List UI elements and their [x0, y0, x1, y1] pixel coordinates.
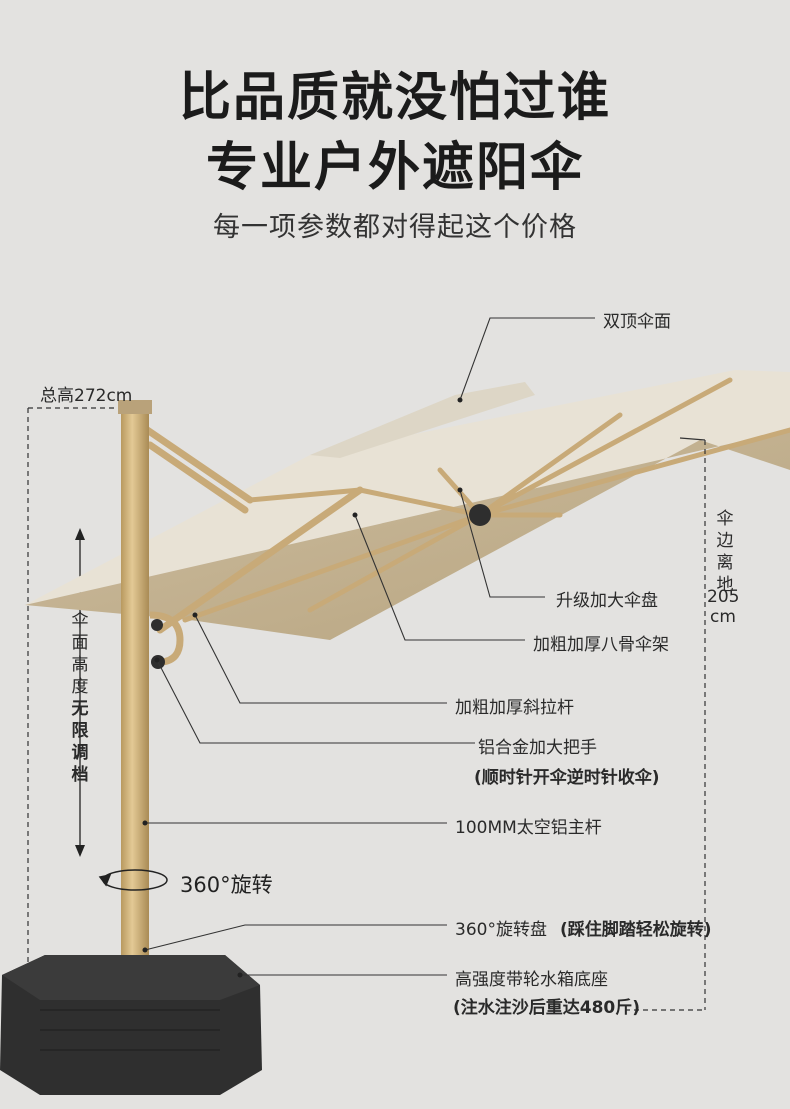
- edge-char-2: 边: [716, 531, 734, 551]
- edge-char-1: 伞: [716, 509, 734, 529]
- double-top-vent: [310, 382, 535, 458]
- leader-handle: [156, 659, 475, 744]
- edge-to-ground-label: 伞 边 离 地: [712, 508, 738, 596]
- leader-brace: [194, 614, 447, 704]
- edge-to-ground-value: 205: [707, 587, 740, 607]
- edge-to-ground-unit: cm: [710, 607, 736, 627]
- callout-handle: 铝合金加大把手: [478, 738, 597, 758]
- leader-ribs: [354, 514, 525, 641]
- callout-pole: 100MM太空铝主杆: [455, 818, 602, 838]
- callout-handle-note: (顺时针开伞逆时针收伞): [474, 768, 660, 788]
- main-pole: [121, 405, 149, 965]
- diagonal-brace: [136, 421, 364, 634]
- leader-swivel: [144, 924, 447, 951]
- edge-char-4: 地: [716, 575, 734, 595]
- callout-brace: 加粗加厚斜拉杆: [455, 698, 574, 718]
- edge-char-3: 离: [716, 553, 734, 573]
- callout-base: 高强度带轮水箱底座: [455, 970, 608, 990]
- callout-double-top: 双顶伞面: [603, 312, 671, 332]
- headline-line-2: 专业户外遮阳伞: [205, 138, 584, 198]
- canopy-height-label: 伞面高度: [71, 611, 89, 697]
- leader-hub: [459, 489, 545, 598]
- hub-disc: [469, 504, 491, 526]
- callout-swivel: 360°旋转盘: [455, 920, 547, 940]
- canopy-height-bold-label: 无限调档: [71, 699, 89, 785]
- callout-ribs: 加粗加厚八骨伞架: [533, 635, 669, 655]
- headline-subtitle: 每一项参数都对得起这个价格: [213, 212, 577, 243]
- callout-base-note: (注水注沙后重达480斤): [453, 998, 641, 1018]
- callout-hub: 升级加大伞盘: [556, 591, 658, 611]
- rotation-label: 360°旋转: [180, 873, 273, 897]
- callout-swivel-note: (踩住脚踏轻松旋转): [560, 920, 712, 940]
- leader-double-top: [459, 317, 595, 401]
- rotation-arrow: [98, 869, 168, 891]
- total-height-label: 总高272cm: [40, 386, 133, 406]
- headline-line-1: 比品质就没怕过谁: [178, 68, 611, 128]
